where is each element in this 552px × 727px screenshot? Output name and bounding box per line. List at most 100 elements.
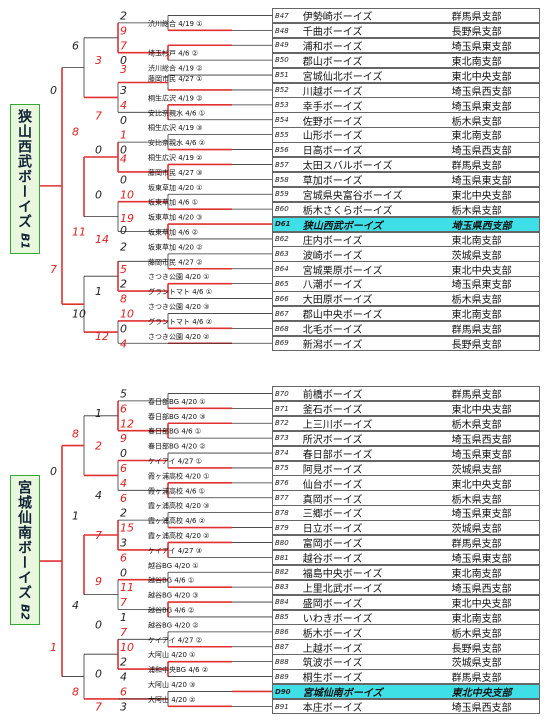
match-score: 3 <box>120 536 127 549</box>
match-venue-label: さつき公園 4/20 ② <box>148 333 209 341</box>
team-name: 庄内ボーイズ <box>302 235 363 247</box>
team-code: B68 <box>275 324 289 333</box>
round-score: 2 <box>95 440 102 453</box>
match-venue-label: 春日部BG 4/20 ② <box>148 442 206 451</box>
match-score: 4 <box>120 477 127 490</box>
team-code: D90 <box>275 687 291 696</box>
match-venue-label: さつき公園 4/20 ③ <box>148 303 209 311</box>
team-name: 宮城栗原ボーイズ <box>302 265 383 277</box>
team-name: 春日部ボーイズ <box>302 449 373 461</box>
team-code: B87 <box>275 642 289 651</box>
round-score: 0 <box>95 144 102 157</box>
match-score: 7 <box>120 596 127 609</box>
team-branch: 東北南支部 <box>451 613 502 625</box>
team-branch: 東北南支部 <box>451 569 502 580</box>
team-name: 八潮ボーイズ <box>302 280 363 292</box>
round-score: 7 <box>95 109 102 122</box>
match-venue-label: 浦和中央BG 4/6 ② <box>148 665 208 674</box>
team-code: B64 <box>275 264 289 273</box>
match-score: 2 <box>120 9 127 22</box>
team-row: B83 上里北武ボーイズ 埼玉県西支部 <box>272 579 540 596</box>
team-branch: 埼玉県西支部 <box>451 434 512 446</box>
team-name: 大田原ボーイズ <box>302 295 373 307</box>
match-venue-label: 坂東草加 4/6 ② <box>148 228 198 237</box>
match-score: 10 <box>120 188 134 201</box>
team-code: B83 <box>275 583 289 592</box>
team-code: B47 <box>275 11 289 20</box>
match-score: 0 <box>120 566 127 579</box>
match-score: 5 <box>120 387 127 400</box>
team-code: B79 <box>275 523 289 532</box>
team-branch: 栃木県支部 <box>451 116 502 128</box>
match-venue-label: 大阿山 4/20 ① <box>148 650 195 659</box>
team-branch: 埼玉県東支部 <box>451 554 512 566</box>
team-name: 釜石ボーイズ <box>302 405 363 417</box>
match-venue-label: 桐生広沢 4/19 ③ <box>148 123 202 132</box>
match-score: 3 <box>120 63 127 76</box>
match-venue-label: ケイアイ 4/27 ② <box>148 636 202 644</box>
team-code: B53 <box>275 101 289 110</box>
team-branch: 東北中央支部 <box>451 71 512 83</box>
team-name: 上越ボーイズ <box>302 643 363 655</box>
team-code: B82 <box>275 568 289 577</box>
team-name: 仙台ボーイズ <box>302 479 363 491</box>
team-branch: 埼玉県東支部 <box>451 101 512 113</box>
team-code: B91 <box>275 702 289 711</box>
team-branch: 埼玉県東支部 <box>451 449 512 461</box>
match-venue-label: グラントマト 4/6 ② <box>148 317 212 326</box>
round-score: 0 <box>50 465 57 478</box>
team-name: 福島中央ボーイズ <box>302 569 383 580</box>
team-code: B67 <box>275 309 289 318</box>
match-venue-label: 坂東草加 4/20 ② <box>148 242 202 251</box>
team-branch: 埼玉県東支部 <box>451 280 512 292</box>
match-venue-label: ケイアイ 4/27 ③ <box>148 547 202 555</box>
team-code: B85 <box>275 613 289 622</box>
team-code: B65 <box>275 279 289 288</box>
team-name: 宮城仙北ボーイズ <box>302 71 383 83</box>
round-score: 11 <box>72 226 86 239</box>
team-branch: 群馬県支部 <box>451 673 502 685</box>
team-name: 阿見ボーイズ <box>302 464 363 476</box>
match-score: 0 <box>120 114 127 127</box>
match-score: 11 <box>120 581 134 594</box>
team-name: 新潟ボーイズ <box>302 340 363 351</box>
team-name: 所沢ボーイズ <box>302 434 363 446</box>
team-name: 上里北武ボーイズ <box>302 583 383 595</box>
team-code: B78 <box>275 508 289 517</box>
match-venue-label: 大阿山 4/20 ② <box>148 695 195 704</box>
team-code: B75 <box>275 464 289 473</box>
match-venue-label: 越谷BG 4/6 ② <box>148 606 194 615</box>
team-branch: 埼玉県西支部 <box>451 583 512 595</box>
match-score: 0 <box>120 224 127 237</box>
match-venue-label: 越谷BG 4/6 ① <box>148 576 194 585</box>
team-name: 波崎ボーイズ <box>302 250 363 262</box>
match-venue-label: 埼玉杉戸 4/6 ② <box>148 49 198 58</box>
match-score: 1 <box>120 611 127 624</box>
team-name: 栃木さくらボーイズ <box>302 205 393 217</box>
match-score: 3 <box>120 700 127 713</box>
match-score: 0 <box>120 322 127 335</box>
round-score: 8 <box>72 428 79 441</box>
match-score: 0 <box>120 447 127 460</box>
team-name: 越谷ボーイズ <box>302 554 363 566</box>
match-score: 6 <box>120 551 127 564</box>
match-score: 19 <box>120 212 134 225</box>
match-score: 0 <box>120 144 127 157</box>
team-name: 日立ボーイズ <box>302 524 363 536</box>
team-branch: 栃木県支部 <box>451 205 502 217</box>
team-code: B50 <box>275 56 289 65</box>
team-branch: 長野県支部 <box>451 27 502 39</box>
